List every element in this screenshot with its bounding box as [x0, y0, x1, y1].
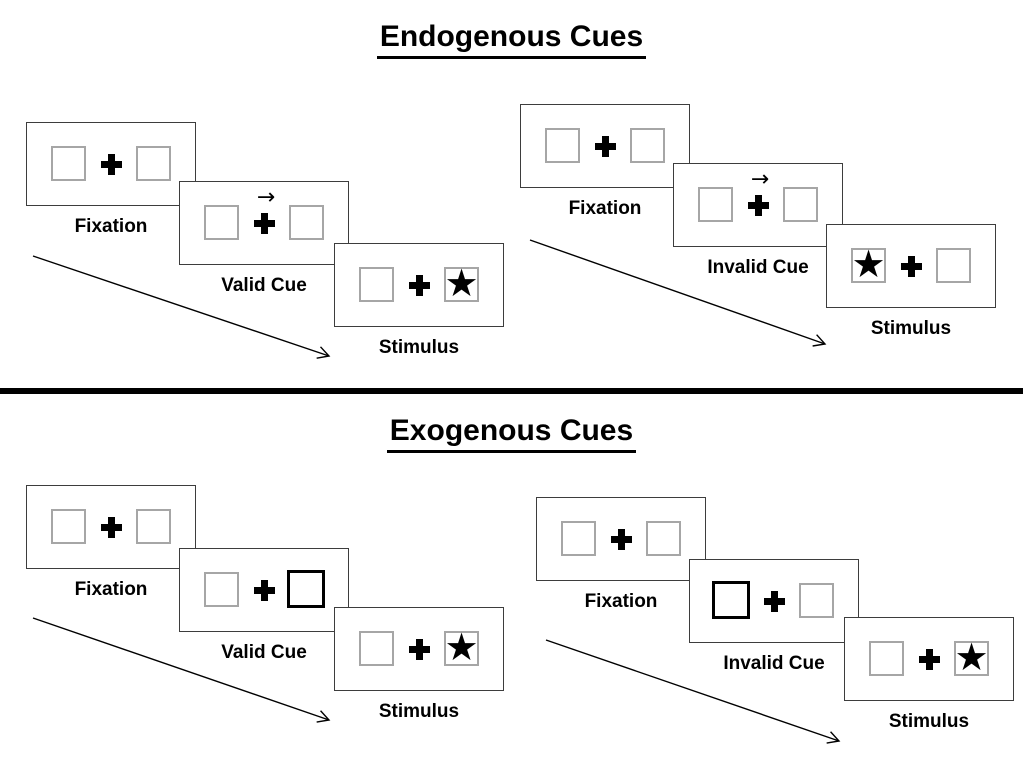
left-target-box: [561, 521, 596, 556]
star-stimulus-icon: ★: [444, 625, 479, 669]
valid-cue-screen: →: [179, 181, 349, 265]
left-target-box: [698, 187, 733, 222]
right-target-box: ★: [954, 635, 989, 679]
stimulus-screen: ★: [826, 224, 996, 308]
panel-label: Valid Cue: [221, 275, 307, 296]
left-target-box: [51, 146, 86, 181]
left-target-box: [359, 267, 394, 302]
right-target-box: ★: [444, 625, 479, 669]
fixation-cross-icon: [764, 591, 785, 612]
fixation-screen: [520, 104, 690, 188]
left-target-box: [204, 572, 239, 607]
right-target-box: [936, 248, 971, 283]
fixation-cross-icon: [901, 256, 922, 277]
right-target-box: [783, 187, 818, 222]
left-target-box: [869, 641, 904, 676]
cue-arrow-icon: →: [256, 185, 276, 210]
fixation-cross-icon: [254, 213, 275, 234]
fixation-screen: [536, 497, 706, 581]
fixation-cross-icon: [101, 154, 122, 175]
star-stimulus-icon: ★: [954, 635, 989, 679]
panel-label: Valid Cue: [221, 642, 307, 663]
stimulus-screen: ★: [334, 607, 504, 691]
right-target-box: [630, 128, 665, 163]
fixation-cross-icon: [409, 275, 430, 296]
panel-label: Stimulus: [870, 318, 952, 339]
endogenous-section-title: Endogenous Cues: [0, 20, 1023, 59]
fixation-screen: [26, 485, 196, 569]
left-target-box: [359, 631, 394, 666]
invalid-cue-screen: [689, 559, 859, 643]
stimulus-screen: ★: [334, 243, 504, 327]
right-target-box: ★: [444, 261, 479, 305]
left-target-box-cued: [712, 581, 750, 619]
stimulus-screen: ★: [844, 617, 1014, 701]
left-target-box: [545, 128, 580, 163]
cue-arrow-icon: →: [750, 167, 770, 192]
fixation-cross-icon: [254, 580, 275, 601]
fixation-cross-icon: [595, 136, 616, 157]
right-target-box: [799, 583, 834, 618]
fixation-cross-icon: [611, 529, 632, 550]
fixation-cross-icon: [409, 639, 430, 660]
section-divider: [0, 388, 1023, 394]
exogenous-title-text: Exogenous Cues: [386, 414, 637, 453]
time-sequence-arrow-endogenous-valid: [32, 255, 331, 359]
fixation-cross-icon: [748, 195, 769, 216]
left-target-box: [51, 509, 86, 544]
panel-label: Stimulus: [888, 711, 970, 732]
panel-label: Fixation: [568, 198, 642, 219]
right-target-box: [289, 205, 324, 240]
panel-label: Stimulus: [378, 701, 460, 722]
panel-label: Invalid Cue: [707, 257, 809, 278]
panel-label: Fixation: [74, 216, 148, 237]
star-stimulus-icon: ★: [851, 242, 886, 286]
valid-cue-screen: [179, 548, 349, 632]
right-target-box: [136, 509, 171, 544]
fixation-screen: [26, 122, 196, 206]
time-sequence-arrow-exogenous-valid: [32, 617, 331, 723]
left-target-box: ★: [851, 242, 886, 286]
fixation-cross-icon: [919, 649, 940, 670]
exogenous-section-title: Exogenous Cues: [0, 414, 1023, 453]
invalid-cue-screen: →: [673, 163, 843, 247]
time-sequence-arrow-endogenous-invalid: [529, 239, 827, 347]
right-target-box: [646, 521, 681, 556]
endogenous-title-text: Endogenous Cues: [376, 20, 647, 59]
left-target-box: [204, 205, 239, 240]
right-target-box: [136, 146, 171, 181]
right-target-box-cued: [287, 570, 325, 608]
panel-label: Stimulus: [378, 337, 460, 358]
fixation-cross-icon: [101, 517, 122, 538]
star-stimulus-icon: ★: [444, 261, 479, 305]
panel-label: Fixation: [584, 591, 658, 612]
panel-label: Fixation: [74, 579, 148, 600]
panel-label: Invalid Cue: [723, 653, 825, 674]
